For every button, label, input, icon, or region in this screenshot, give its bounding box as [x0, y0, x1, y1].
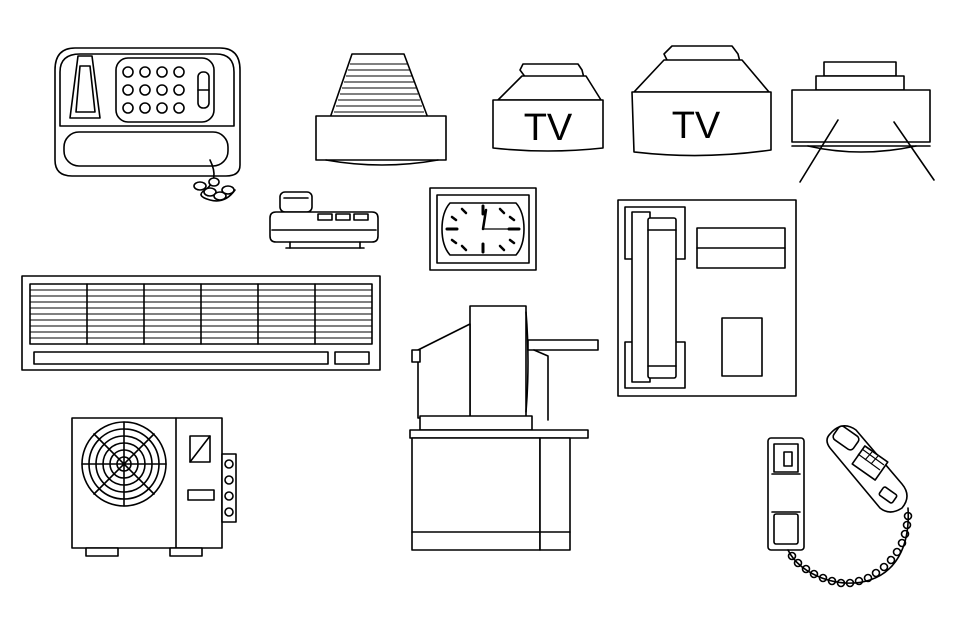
desk-telephone-symbol — [54, 47, 241, 202]
paper-lines — [334, 63, 424, 113]
office-phone-symbol — [269, 191, 379, 249]
clock-hour-marks — [445, 204, 521, 254]
wall-phone-panel-symbol — [617, 199, 797, 397]
air-conditioner-outdoor-symbol — [71, 417, 237, 557]
tv-small-symbol: TV — [492, 63, 604, 152]
coiled-cord — [193, 177, 235, 201]
keypad-buttons — [122, 66, 185, 114]
projector-symbol — [315, 53, 447, 166]
computer-workstation-symbol — [409, 305, 599, 551]
handset-keypad — [851, 445, 889, 481]
coiled-cord-loops — [787, 511, 913, 588]
wall-clock-symbol — [429, 187, 537, 271]
ceiling-light-symbol — [791, 61, 935, 183]
cordless-phone-symbol — [767, 425, 913, 588]
fan-grille — [81, 421, 167, 507]
ac-louver-lines — [30, 283, 372, 345]
tv-large-symbol: TV — [631, 45, 772, 157]
air-conditioner-indoor-symbol — [21, 275, 381, 371]
tv-small-label: TV — [524, 107, 573, 149]
tv-large-label: TV — [672, 105, 721, 147]
